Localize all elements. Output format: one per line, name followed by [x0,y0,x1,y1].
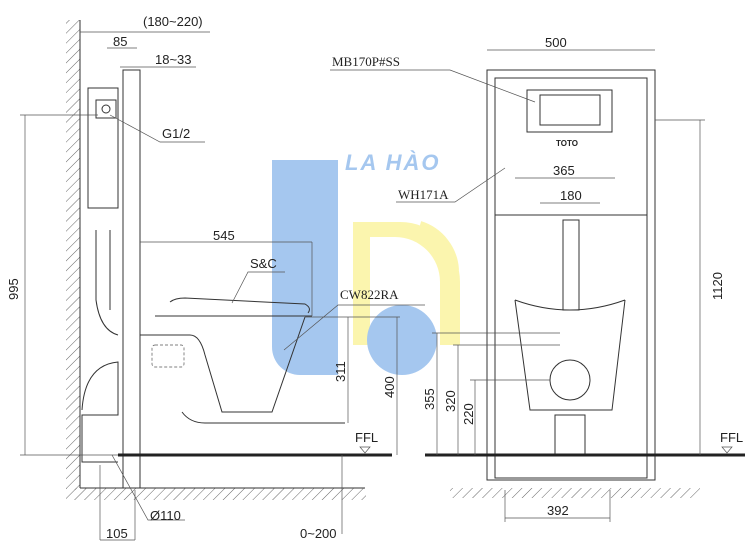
dim-392: 392 [547,503,569,518]
label-bowl: CW822RA [340,287,399,302]
flush-plate [526,89,613,133]
floor-hatch-front [450,488,700,498]
wall-hatch [66,20,80,490]
label-drain: Ø110 [150,508,181,523]
dim-220: 220 [461,403,476,425]
dim-18-33: 18~33 [155,52,192,67]
dim-105: 105 [106,526,128,541]
label-flush-plate: MB170P#SS [332,54,400,69]
dim-365: 365 [553,163,575,178]
dim-180-220: (180~220) [143,14,203,29]
dim-400: 400 [382,376,397,398]
dim-311: 311 [333,361,348,382]
dim-545: 545 [213,228,235,243]
dim-355: 355 [422,388,437,410]
dim-180: 180 [560,188,582,203]
watermark-logo: LA HÀO [272,150,460,375]
floor-hatch [66,488,366,500]
dim-0-200: 0~200 [300,526,337,541]
dim-320: 320 [443,390,458,412]
label-ffl-front: FFL [720,430,743,445]
front-view: TOTO 500 MB170P#SS WH171A 365 180 1120 3… [330,35,745,522]
side-view: 995 (180~220) 85 18~33 G1/2 545 S&C CW82… [6,14,425,541]
dim-85: 85 [113,34,127,49]
dim-995: 995 [6,278,21,300]
label-seat: S&C [250,256,277,271]
label-frame: WH171A [398,187,449,202]
dim-1120: 1120 [710,272,725,300]
dim-500: 500 [545,35,567,50]
watermark-text: LA HÀO [345,150,441,175]
label-g12: G1/2 [162,126,190,141]
label-ffl-side: FFL [355,430,378,445]
plate-brand: TOTO [556,139,578,148]
